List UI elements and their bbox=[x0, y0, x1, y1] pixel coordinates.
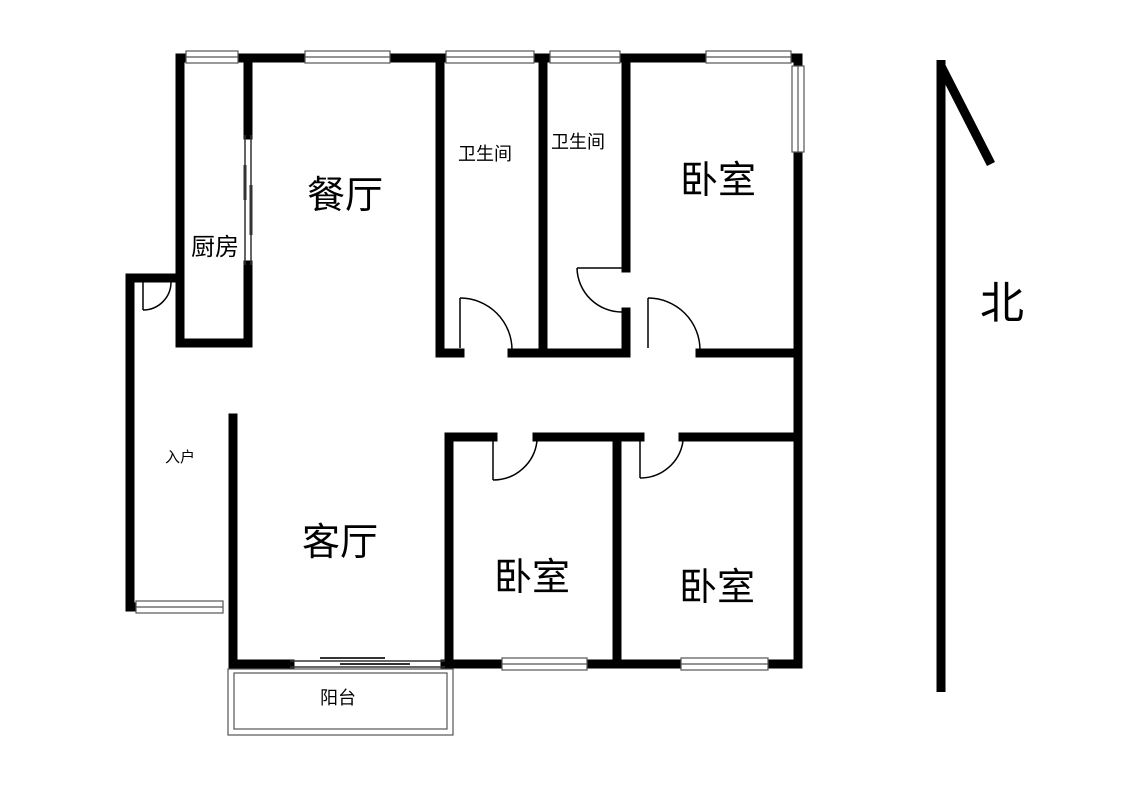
kitchen-sliding-door bbox=[243, 135, 253, 265]
north-arrow-icon bbox=[936, 60, 996, 692]
balcony-outline bbox=[227, 668, 454, 736]
room-label-bathroom-1: 卫生间 bbox=[458, 144, 512, 165]
doors bbox=[142, 267, 701, 481]
room-label-bedroom-s1: 卧室 bbox=[494, 555, 570, 599]
room-label-entry: 入户 bbox=[165, 448, 195, 466]
compass-north-label: 北 bbox=[980, 278, 1024, 329]
room-label-dining: 餐厅 bbox=[307, 173, 383, 217]
room-label-kitchen: 厨房 bbox=[191, 233, 239, 261]
walls bbox=[125, 53, 803, 669]
room-label-balcony: 阳台 bbox=[320, 688, 356, 709]
room-label-living: 客厅 bbox=[302, 520, 378, 564]
room-label-bedroom-s2: 卧室 bbox=[679, 565, 755, 609]
balcony-sliding-door bbox=[290, 657, 445, 668]
room-label-bathroom-2: 卫生间 bbox=[551, 132, 605, 153]
windows bbox=[135, 50, 805, 671]
room-label-bedroom-ne: 卧室 bbox=[680, 158, 756, 202]
